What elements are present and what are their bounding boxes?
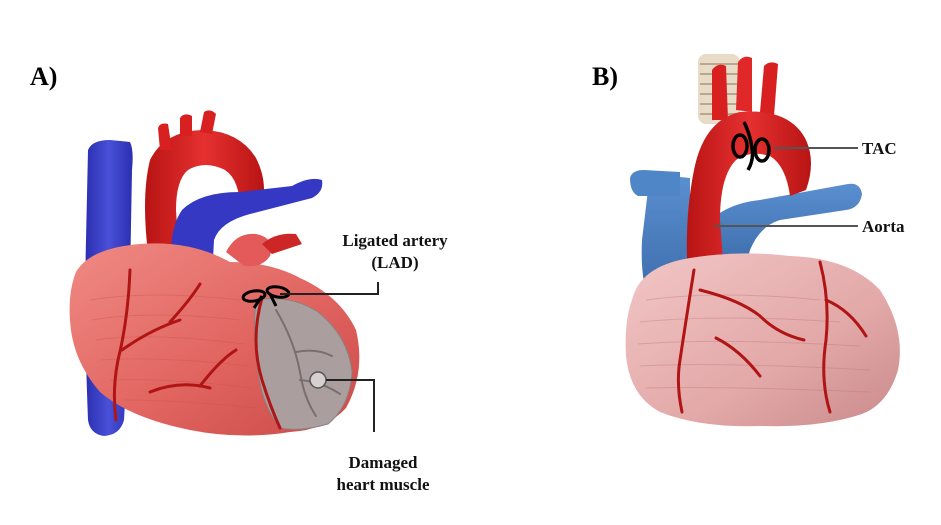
arch-branch-1 (158, 124, 172, 151)
damaged-line2: heart muscle (318, 474, 448, 496)
arch-branch-b1 (712, 65, 728, 120)
ligated-artery-line2: (LAD) (320, 252, 470, 274)
arch-branch-3 (200, 110, 216, 134)
panel-b-heart (626, 54, 900, 426)
ligated-artery-callout: Ligated artery (LAD) (320, 230, 470, 274)
damaged-line1: Damaged (318, 452, 448, 474)
brachio-vein-left (630, 170, 680, 196)
ligated-artery-line1: Ligated artery (320, 230, 470, 252)
arch-branch-b3 (760, 62, 778, 116)
panel-a-heart (70, 110, 360, 436)
arch-branch-b2 (736, 57, 752, 112)
damaged-marker (310, 372, 326, 388)
panel-b-label: B) (592, 62, 618, 92)
damaged-muscle-callout: Damaged heart muscle (318, 452, 448, 496)
aorta-callout: Aorta (862, 216, 904, 238)
heart-body-b (626, 253, 900, 426)
tac-callout: TAC (862, 138, 897, 160)
arch-branch-2 (180, 114, 192, 136)
panel-a-label: A) (30, 62, 57, 92)
left-atrial-appendage (226, 234, 271, 266)
